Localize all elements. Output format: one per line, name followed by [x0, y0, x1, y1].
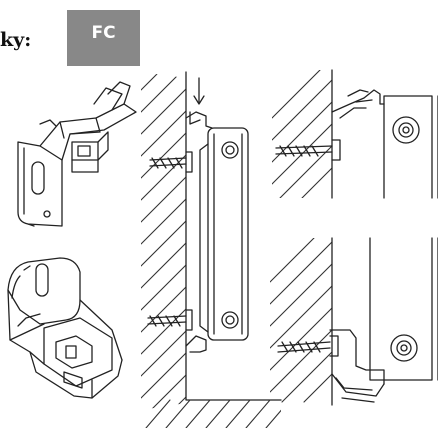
- floor-bracket-icon: [8, 258, 122, 398]
- hatch-wall-upper: [272, 68, 332, 198]
- radiator-top-detail: [276, 90, 438, 198]
- caption-text: ky:: [0, 29, 32, 51]
- wall-bracket-icon: [18, 82, 136, 226]
- radiator-bottom-detail: [278, 238, 438, 402]
- hatch-wall-lower: [270, 238, 332, 405]
- hatch-wall-icon: [141, 45, 290, 428]
- wall-plug-icon: [148, 152, 192, 330]
- badge-label: FC: [91, 23, 116, 43]
- down-arrow-icon: [194, 78, 204, 104]
- radiator-icon: [186, 112, 248, 352]
- fc-badge: FC: [67, 10, 140, 66]
